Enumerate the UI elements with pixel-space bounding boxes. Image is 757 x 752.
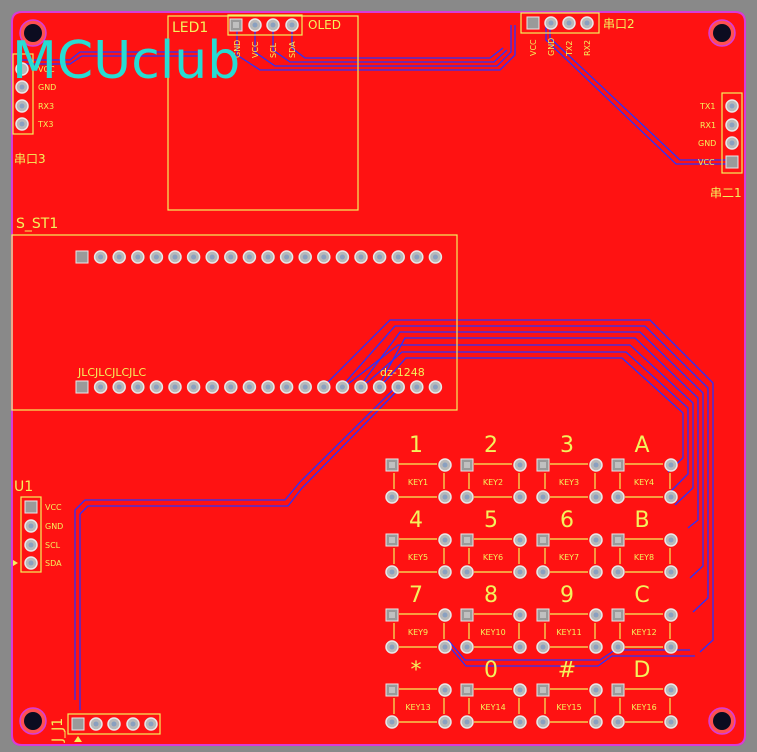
uart3-header[interactable]: VCC GND RX3 TX3 串口3 <box>12 53 56 166</box>
uart1-label: 串二1 <box>710 186 742 200</box>
uart3-label: 串口3 <box>14 152 46 166</box>
board-outline <box>11 11 746 746</box>
key-15-label: # <box>558 658 576 683</box>
oled-pins <box>229 18 299 32</box>
key-10-label: 8 <box>484 583 498 608</box>
s-st1-top-pin-1 <box>75 250 89 264</box>
svg-text:SDA: SDA <box>288 41 297 58</box>
key-8-ref: KEY8 <box>634 553 654 562</box>
s-st1-model: dz-1248 <box>380 366 425 379</box>
key-6-label: 5 <box>484 508 498 533</box>
keypad: 1KEY12KEY23KEY3AKEY44KEY55KEY66KEY7BKEY8… <box>385 433 678 729</box>
key-3-label: 3 <box>560 433 574 458</box>
key-3-ref: KEY3 <box>559 478 579 487</box>
key-8[interactable]: B KEY8 <box>611 508 678 579</box>
key-4-ref: KEY4 <box>634 478 654 487</box>
key-16-label: D <box>634 658 651 683</box>
mounting-holes <box>19 19 736 735</box>
key-14-ref: KEY14 <box>480 703 505 712</box>
key-7-ref: KEY7 <box>559 553 579 562</box>
svg-text:VCC: VCC <box>698 158 715 167</box>
key-15-ref: KEY15 <box>556 703 581 712</box>
svg-text:GND: GND <box>547 38 556 56</box>
oled-type: OLED <box>308 18 341 32</box>
copper-traces <box>22 22 732 710</box>
svg-text:VCC: VCC <box>38 65 55 74</box>
key-16-ref: KEY16 <box>631 703 656 712</box>
j-j1-ref: J_J1 <box>50 718 66 743</box>
key-10-ref: KEY10 <box>480 628 505 637</box>
key-5-ref: KEY5 <box>408 553 428 562</box>
svg-text:SCL: SCL <box>45 541 61 550</box>
svg-text:TX3: TX3 <box>37 120 53 129</box>
key-11-ref: KEY11 <box>556 628 581 637</box>
key-14-label: 0 <box>484 658 498 683</box>
s-st1-bottom-pin-1 <box>75 380 89 394</box>
svg-text:RX1: RX1 <box>700 121 716 130</box>
key-4-label: A <box>634 433 649 458</box>
u1-ref: U1 <box>14 479 33 495</box>
svg-text:GND: GND <box>45 522 63 531</box>
key-12-label: C <box>634 583 649 608</box>
svg-text:VCC: VCC <box>529 39 538 56</box>
key-13[interactable]: * KEY13 <box>385 658 452 729</box>
svg-text:GND: GND <box>38 83 56 92</box>
uart1-header[interactable]: TX1 RX1 GND VCC 串二1 <box>698 92 743 200</box>
key-1-ref: KEY1 <box>408 478 428 487</box>
key-13-ref: KEY13 <box>405 703 430 712</box>
key-13-label: * <box>411 658 422 683</box>
mcuclub-logo: MCUclub <box>12 31 240 91</box>
svg-text:VCC: VCC <box>251 41 260 58</box>
oled-pin-labels: GND VCC SCL SDA <box>233 40 297 58</box>
svg-text:RX3: RX3 <box>38 102 54 111</box>
key-15[interactable]: # KEY15 <box>536 658 603 729</box>
s-st1-pins-bottom <box>75 380 443 394</box>
key-16[interactable]: D KEY16 <box>611 658 678 729</box>
svg-text:TX1: TX1 <box>699 102 715 111</box>
s-st1-module[interactable]: S_ST1 JLCJLCJLCJLC dz-1248 <box>11 216 458 411</box>
svg-text:SDA: SDA <box>45 559 62 568</box>
key-9-label: 7 <box>409 583 423 608</box>
svg-text:VCC: VCC <box>45 503 62 512</box>
s-st1-ref: S_ST1 <box>16 216 58 232</box>
svg-text:GND: GND <box>233 40 242 58</box>
svg-text:TX2: TX2 <box>565 41 574 57</box>
svg-text:GND: GND <box>698 139 716 148</box>
key-12[interactable]: C KEY12 <box>611 583 678 654</box>
key-1-label: 1 <box>409 433 423 458</box>
oled-ref: LED1 <box>172 20 208 36</box>
key-12-ref: KEY12 <box>631 628 656 637</box>
s-st1-pins-top <box>75 250 443 264</box>
key-8-label: B <box>634 508 649 533</box>
key-4[interactable]: A KEY4 <box>611 433 678 504</box>
key-7-label: 6 <box>560 508 574 533</box>
u1-header[interactable]: U1 VCC GND SCL SDA <box>13 479 63 573</box>
key-2-ref: KEY2 <box>483 478 503 487</box>
key-6-ref: KEY6 <box>483 553 503 562</box>
uart2-label: 串口2 <box>603 17 635 31</box>
s-st1-marking: JLCJLCJLCJLC <box>77 366 147 379</box>
oled-module[interactable]: LED1 OLED GND VCC SCL SDA <box>167 14 359 211</box>
key-5-label: 4 <box>409 508 423 533</box>
j-j1-header[interactable]: J_J1 <box>50 713 161 743</box>
svg-text:RX2: RX2 <box>583 40 592 56</box>
key-2-label: 2 <box>484 433 498 458</box>
uart2-header[interactable]: 串口2 VCC GND TX2 RX2 <box>520 12 635 57</box>
key-11-label: 9 <box>560 583 574 608</box>
key-9-ref: KEY9 <box>408 628 428 637</box>
svg-text:SCL: SCL <box>269 42 278 58</box>
